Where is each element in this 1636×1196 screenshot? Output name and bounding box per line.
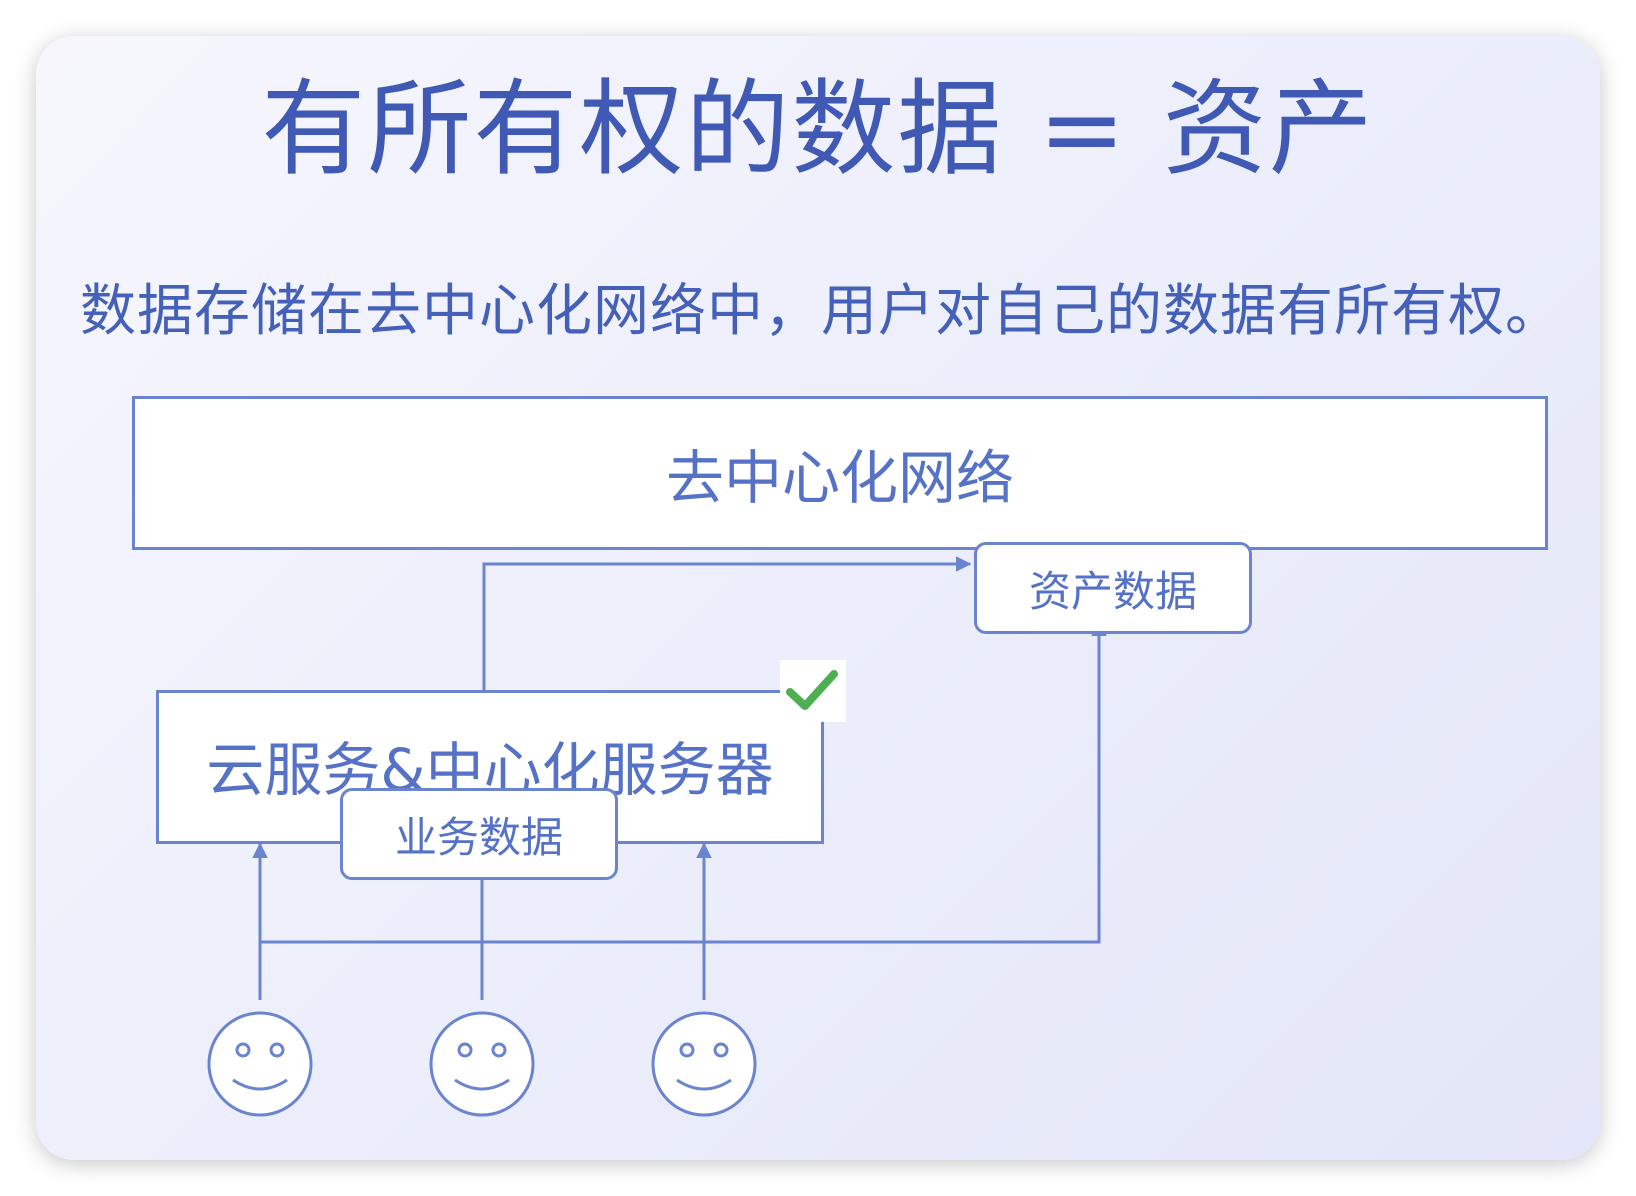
- network-node-label: 去中心化网络: [665, 444, 1014, 512]
- diagram-connectors: [207, 556, 1107, 1117]
- checkmark-icon: [780, 660, 846, 722]
- slide-subtitle: 数据存储在去中心化网络中，用户对自己的数据有所有权。: [80, 279, 1562, 344]
- connector-server-to-asset: [482, 556, 972, 690]
- asset-data-node: 资产数据: [974, 542, 1252, 634]
- slide: 有所有权的数据 = 资产 数据存储在去中心化网络中，用户对自己的数据有所有权。: [36, 36, 1600, 1160]
- business-data-label: 业务数据: [394, 812, 563, 862]
- network-node: 去中心化网络: [132, 396, 1548, 550]
- business-data-node: 业务数据: [340, 788, 618, 880]
- user-smiley-icon: [651, 1011, 757, 1117]
- connector-users-to-asset: [260, 620, 1107, 944]
- user-smiley-icon: [207, 1011, 313, 1117]
- asset-data-label: 资产数据: [1028, 566, 1197, 616]
- user-smiley-icon: [429, 1011, 535, 1117]
- slide-title: 有所有权的数据 = 资产: [261, 68, 1375, 190]
